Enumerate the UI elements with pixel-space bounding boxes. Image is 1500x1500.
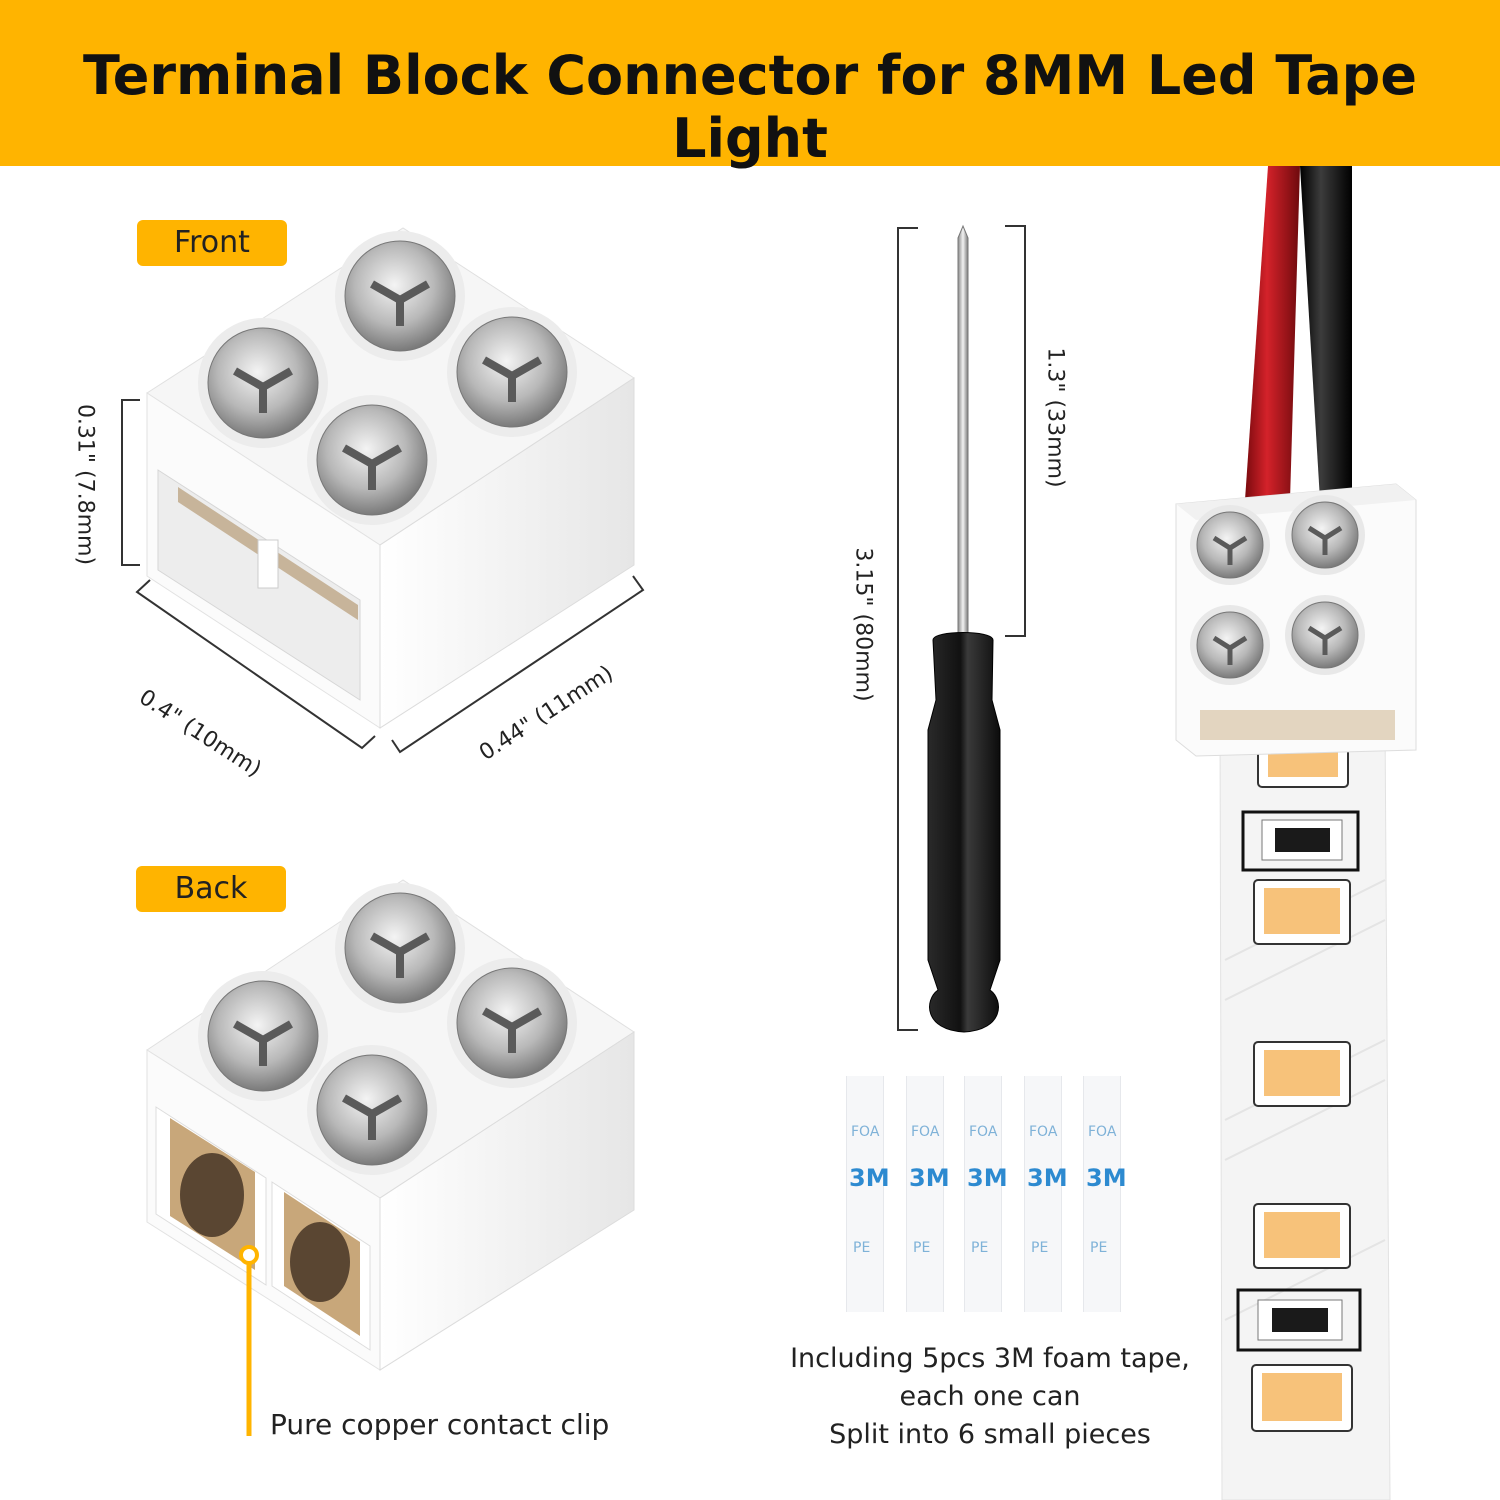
resistor [1241, 810, 1360, 872]
resistor [1236, 1288, 1362, 1352]
screw-icon [1285, 495, 1365, 575]
strip-logo: 3M [1086, 1164, 1127, 1192]
foam-tape-strips: FOA 3M PE FOA 3M PE FOA 3M PE FOA 3M PE … [846, 1076, 1127, 1312]
strip-logo: 3M [1027, 1164, 1068, 1192]
strip-text: PE [1090, 1240, 1108, 1256]
strip-logo: 3M [909, 1164, 950, 1192]
screw-icon [1190, 505, 1270, 585]
screw-icon [447, 307, 577, 437]
strip-text: FOA [851, 1124, 880, 1140]
strip-logo: 3M [849, 1164, 890, 1192]
strip-text: PE [913, 1240, 931, 1256]
strip-text: FOA [1088, 1124, 1117, 1140]
screw-icon [307, 395, 437, 525]
screw-icon [335, 883, 465, 1013]
header-banner: Terminal Block Connector for 8MM Led Tap… [0, 0, 1500, 170]
led-chip [1251, 1364, 1353, 1432]
strip-text: FOA [969, 1124, 998, 1140]
screw-icon [1190, 605, 1270, 685]
screw-icon [198, 318, 328, 448]
caption-line: Split into 6 small pieces [829, 1419, 1151, 1450]
foam-tape-strip: FOA 3M PE [964, 1076, 1008, 1312]
screw-icon [335, 231, 465, 361]
led-chip [1253, 879, 1351, 945]
foam-tape-caption: Including 5pcs 3M foam tape, each one ca… [760, 1340, 1220, 1454]
strip-logo: 3M [967, 1164, 1008, 1192]
back-tag: Back [136, 866, 286, 912]
screw-icon [198, 971, 328, 1101]
foam-tape-strip: FOA 3M PE [1024, 1076, 1068, 1312]
screw-icon [447, 958, 577, 1088]
front-tag: Front [137, 220, 287, 266]
led-chip [1253, 1203, 1351, 1269]
copper-clip-label: Pure copper contact clip [270, 1408, 610, 1441]
strip-text: PE [971, 1240, 989, 1256]
strip-text: PE [853, 1240, 871, 1256]
screw-icon [307, 1045, 437, 1175]
strip-text: FOA [1029, 1124, 1058, 1140]
led-chip [1253, 1041, 1351, 1107]
caption-line: Including 5pcs 3M foam tape, [790, 1343, 1190, 1374]
foam-tape-strip: FOA 3M PE [1083, 1076, 1127, 1312]
foam-tape-strip: FOA 3M PE [846, 1076, 890, 1312]
foam-tape-strip: FOA 3M PE [906, 1076, 950, 1312]
strip-text: PE [1031, 1240, 1049, 1256]
page-title: Terminal Block Connector for 8MM Led Tap… [83, 44, 1417, 170]
screw-icon [1285, 595, 1365, 675]
strip-text: FOA [911, 1124, 940, 1140]
caption-line: each one can [899, 1381, 1081, 1412]
